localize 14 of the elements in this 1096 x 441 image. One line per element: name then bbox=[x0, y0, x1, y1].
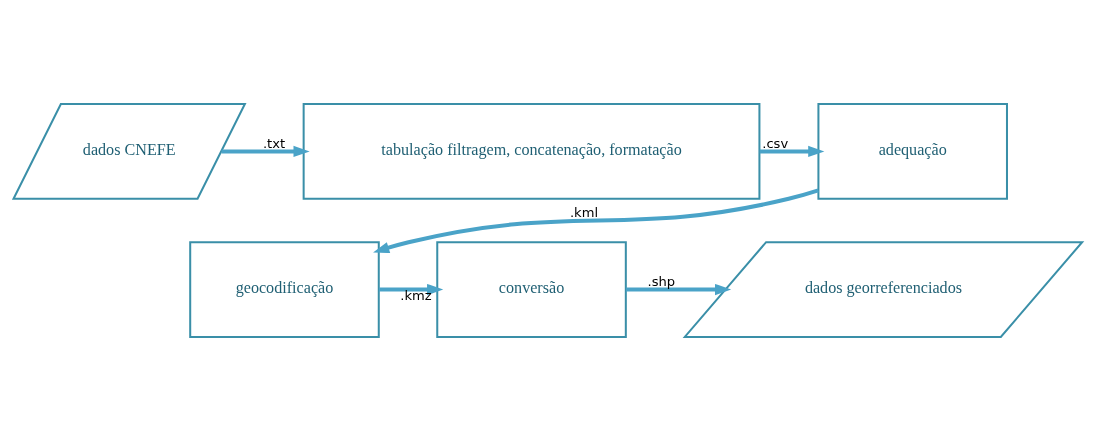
edge-label: .kmz bbox=[400, 288, 432, 304]
edge-label: .kml bbox=[569, 204, 599, 220]
arrow bbox=[759, 145, 825, 158]
arrow bbox=[626, 283, 732, 296]
node-box: tabulação filtragem, concatenação, formatação bbox=[302, 103, 761, 200]
node-box: conversão bbox=[436, 241, 627, 338]
edge-label: .csv bbox=[762, 135, 789, 151]
node-box: geocodificação bbox=[189, 241, 380, 338]
node-box: adequação bbox=[817, 103, 1008, 200]
edge-label: .shp bbox=[647, 273, 676, 289]
edge-label: .txt bbox=[262, 135, 286, 151]
arrow bbox=[379, 283, 444, 296]
arrow bbox=[373, 188, 819, 253]
arrow bbox=[221, 145, 310, 158]
